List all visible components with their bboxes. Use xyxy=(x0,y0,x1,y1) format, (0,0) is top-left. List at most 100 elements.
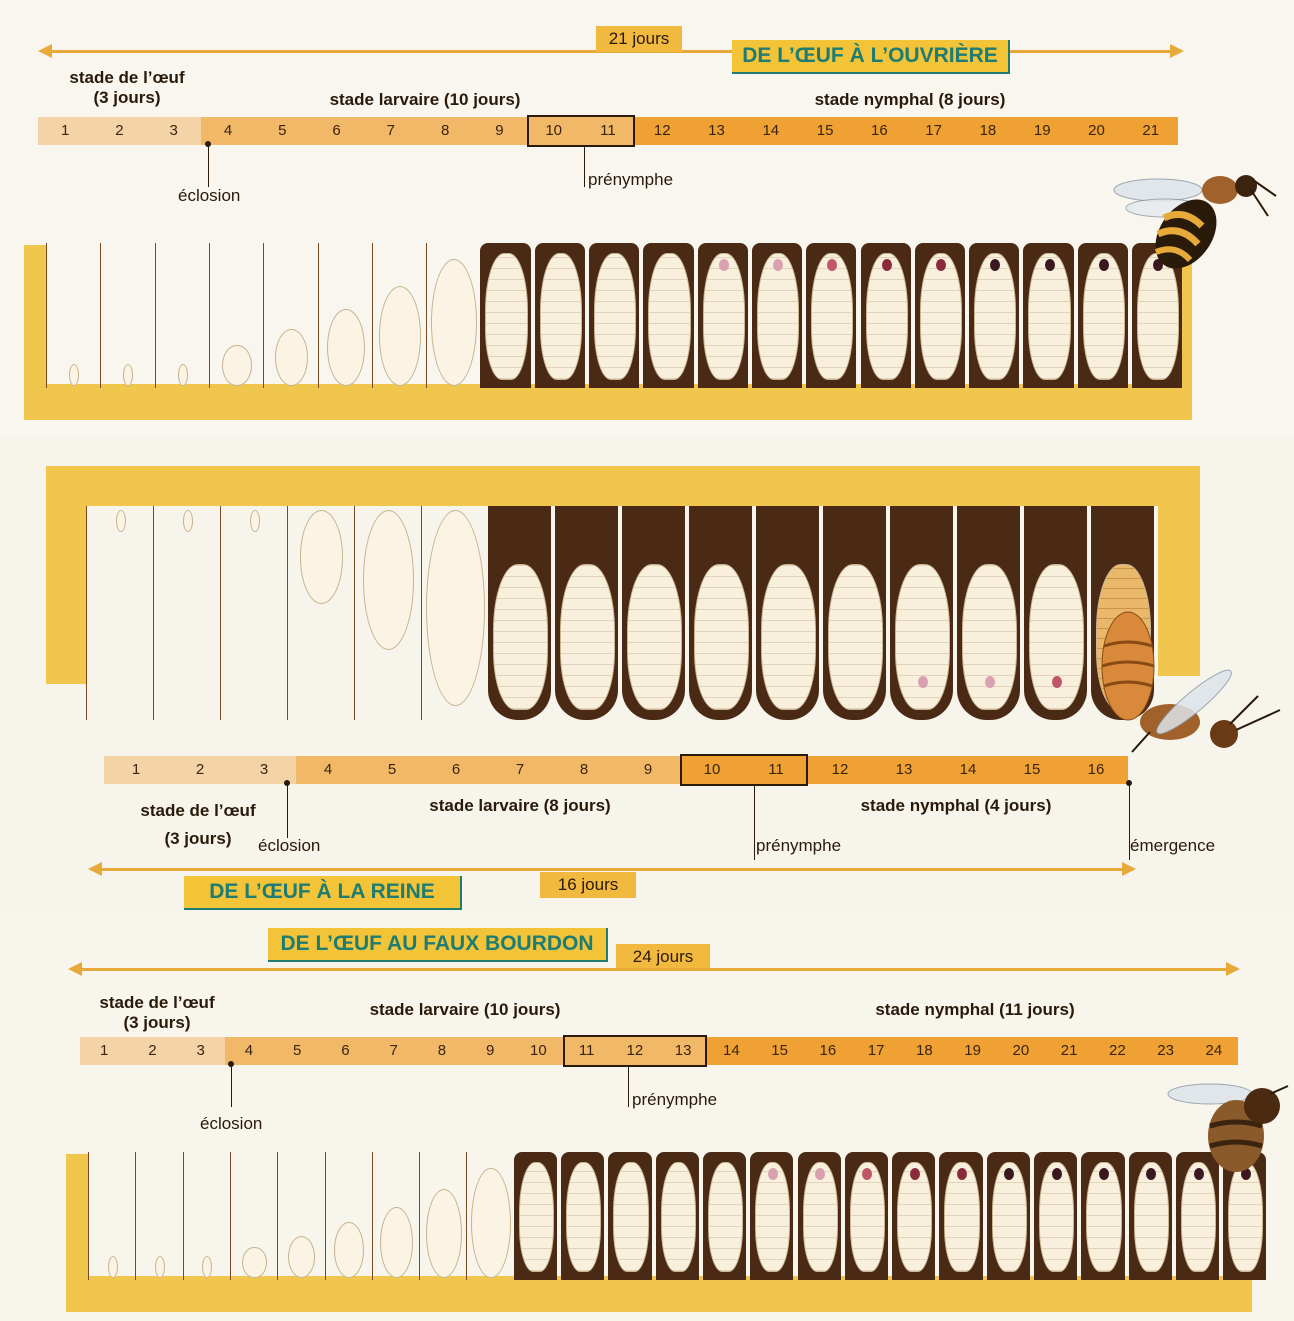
egg-stage-label: stade de l’œuf (3 jours) xyxy=(52,68,202,108)
day-15: 15 xyxy=(756,1037,804,1065)
pupa xyxy=(519,1162,554,1272)
duration-label: 16 jours xyxy=(540,872,636,898)
pupa xyxy=(648,253,690,380)
day-21: 21 xyxy=(1045,1037,1093,1065)
pupa-eye xyxy=(773,259,783,271)
pupa-eye xyxy=(1045,259,1055,271)
day-3: 3 xyxy=(177,1037,225,1065)
day-2: 2 xyxy=(168,756,232,784)
day-8: 8 xyxy=(418,117,472,145)
emergence-dot xyxy=(1126,780,1132,786)
larva xyxy=(327,309,365,386)
pupa xyxy=(594,253,636,380)
larva xyxy=(242,1247,266,1278)
day-16: 16 xyxy=(1064,756,1128,784)
day-7: 7 xyxy=(364,117,418,145)
queen-bee-icon xyxy=(1090,606,1290,756)
larva xyxy=(426,1189,462,1278)
pupa xyxy=(895,564,950,710)
day-11: 11 xyxy=(744,756,808,784)
pupa xyxy=(703,253,745,380)
day-7: 7 xyxy=(488,756,552,784)
open-cell xyxy=(153,506,220,720)
prenymph-tick xyxy=(754,784,755,860)
hatching-dot xyxy=(284,780,290,786)
day-11: 11 xyxy=(563,1037,611,1065)
pupa-eye xyxy=(1099,1168,1109,1180)
day-10: 10 xyxy=(527,117,581,145)
day-12: 12 xyxy=(611,1037,659,1065)
day-8: 8 xyxy=(552,756,616,784)
day-18: 18 xyxy=(900,1037,948,1065)
day-6: 6 xyxy=(309,117,363,145)
larva xyxy=(300,510,343,604)
hatching-label: éclosion xyxy=(178,186,240,206)
pupa-eye xyxy=(918,676,928,688)
day-2: 2 xyxy=(128,1037,176,1065)
drone-panel: DE L’ŒUF AU FAUX BOURDON 24 jours stade … xyxy=(0,918,1294,1321)
pupa-eye xyxy=(936,259,946,271)
day-19: 19 xyxy=(1015,117,1069,145)
pupa xyxy=(694,564,749,710)
pupa xyxy=(920,253,962,380)
pupa xyxy=(757,253,799,380)
day-5: 5 xyxy=(360,756,424,784)
day-20: 20 xyxy=(1069,117,1123,145)
pupa xyxy=(613,1162,648,1272)
panel-title: DE L’ŒUF À L’OUVRIÈRE xyxy=(732,40,1010,74)
day-3: 3 xyxy=(147,117,201,145)
day-22: 22 xyxy=(1093,1037,1141,1065)
day-21: 21 xyxy=(1124,117,1178,145)
day-13: 13 xyxy=(689,117,743,145)
larva xyxy=(426,510,485,706)
worker-panel: 21 jours DE L’ŒUF À L’OUVRIÈRE stade de … xyxy=(0,0,1294,438)
nymph-stage-label: stade nymphal (11 jours) xyxy=(850,1000,1100,1020)
day-1: 1 xyxy=(80,1037,128,1065)
egg xyxy=(116,510,126,532)
day-13: 13 xyxy=(659,1037,707,1065)
pupa xyxy=(828,564,883,710)
pupa xyxy=(661,1162,696,1272)
pupa-eye xyxy=(910,1168,920,1180)
day-11: 11 xyxy=(581,117,635,145)
panel-title: DE L’ŒUF AU FAUX BOURDON xyxy=(268,928,608,962)
larva-stage-label: stade larvaire (10 jours) xyxy=(300,90,550,110)
open-cell xyxy=(86,506,153,720)
day-14: 14 xyxy=(707,1037,755,1065)
day-10: 10 xyxy=(680,756,744,784)
day-23: 23 xyxy=(1142,1037,1190,1065)
larva xyxy=(379,286,421,386)
pupa-eye xyxy=(882,259,892,271)
larva-stage-label: stade larvaire (10 jours) xyxy=(340,1000,590,1020)
day-15: 15 xyxy=(1000,756,1064,784)
pupa xyxy=(485,253,527,380)
panel-title: DE L’ŒUF À LA REINE xyxy=(184,876,462,910)
day-17: 17 xyxy=(907,117,961,145)
day-20: 20 xyxy=(997,1037,1045,1065)
duration-label: 24 jours xyxy=(616,944,710,970)
nymph-stage-label: stade nymphal (4 jours) xyxy=(836,796,1076,816)
comb-base xyxy=(24,384,1192,420)
day-12: 12 xyxy=(635,117,689,145)
larva xyxy=(471,1168,510,1278)
day-8: 8 xyxy=(418,1037,466,1065)
day-9: 9 xyxy=(616,756,680,784)
day-5: 5 xyxy=(255,117,309,145)
larva xyxy=(334,1222,364,1278)
pupa xyxy=(566,1162,601,1272)
pupa xyxy=(493,564,548,710)
open-cell xyxy=(220,506,287,720)
day-1: 1 xyxy=(104,756,168,784)
comb-wall-left xyxy=(66,1154,88,1312)
pupa xyxy=(866,253,908,380)
egg-stage-label: stade de l’œuf (3 jours) xyxy=(118,797,278,853)
larva xyxy=(431,259,477,386)
day-18: 18 xyxy=(961,117,1015,145)
day-16: 16 xyxy=(804,1037,852,1065)
hatching-tick xyxy=(231,1065,232,1107)
larva-stage-label: stade larvaire (8 jours) xyxy=(404,796,636,816)
egg xyxy=(178,364,188,386)
prenymph-tick xyxy=(584,145,585,187)
